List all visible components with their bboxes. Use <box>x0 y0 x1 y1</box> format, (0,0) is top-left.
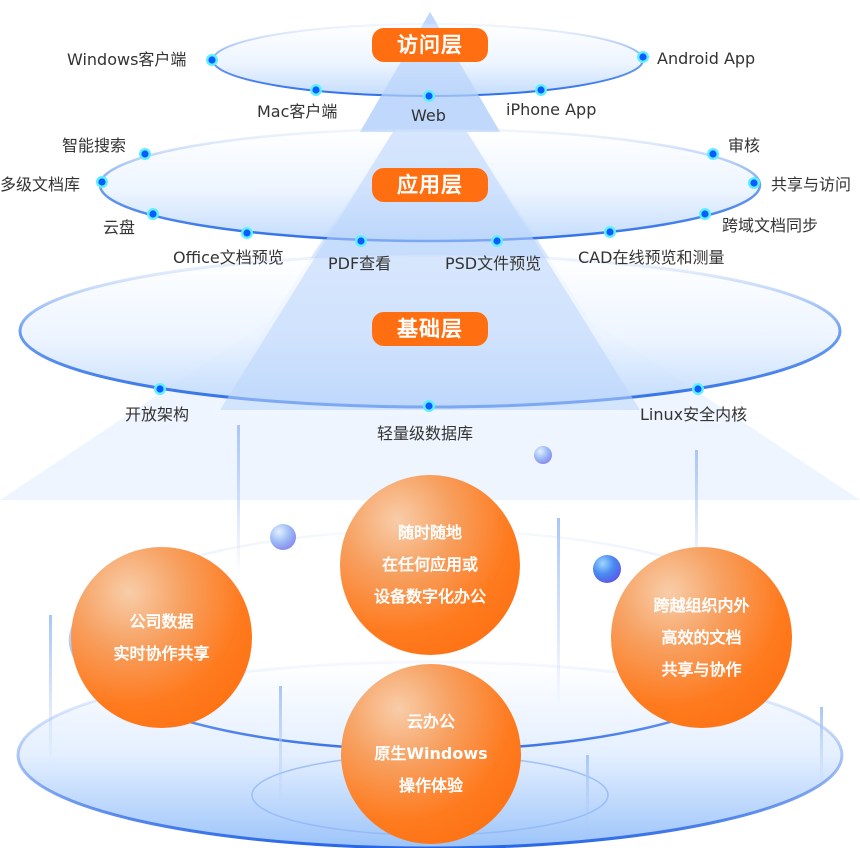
node-label: 审核 <box>728 136 761 155</box>
pillar <box>820 707 823 787</box>
node-label: Android App <box>657 49 756 68</box>
node-dot <box>243 229 251 237</box>
node-dot <box>149 210 157 218</box>
node-label: 共享与访问 <box>771 175 852 194</box>
pillar <box>586 755 589 835</box>
feature-line: 在任何应用或 <box>381 555 478 574</box>
pillar <box>237 425 240 575</box>
node-dot <box>312 86 320 94</box>
node-dot <box>493 237 501 245</box>
node-label: PDF查看 <box>328 254 392 273</box>
node-dot <box>98 178 106 186</box>
layer-badge-access: 访问层 <box>372 28 488 62</box>
node-dot <box>606 228 614 236</box>
node-dot <box>537 86 545 94</box>
node-dot <box>701 210 709 218</box>
upward-arrow-head <box>360 12 500 132</box>
node-label: 开放架构 <box>125 405 190 424</box>
node-dot <box>208 56 216 64</box>
feature-line: 设备数字化办公 <box>373 587 486 606</box>
node-label: 多级文档库 <box>0 175 81 194</box>
feature-ball-cross-org: 跨越组织内外 高效的文档 共享与协作 <box>611 547 792 728</box>
feature-ball-anywhere: 随时随地 在任何应用或 设备数字化办公 <box>340 475 520 655</box>
node-label: Mac客户端 <box>257 102 338 121</box>
layer-badge-foundation: 基础层 <box>372 312 488 346</box>
node-label: 云盘 <box>103 218 136 237</box>
pillar <box>557 518 560 708</box>
node-label: Linux安全内核 <box>640 405 748 424</box>
node-label: PSD文件预览 <box>445 254 542 273</box>
feature-line: 高效的文档 <box>661 627 742 647</box>
node-dot <box>156 385 164 393</box>
node-dot <box>425 92 433 100</box>
node-dot <box>425 402 433 410</box>
layer-badge-application: 应用层 <box>372 168 488 202</box>
node-label: 轻量级数据库 <box>377 424 474 443</box>
feature-line: 公司数据 <box>129 611 194 631</box>
decor-orb <box>534 446 552 464</box>
node-dot <box>709 150 717 158</box>
node-dot <box>357 237 365 245</box>
node-label: 智能搜索 <box>62 136 127 155</box>
pillar <box>49 615 52 765</box>
node-label: 跨域文档同步 <box>722 216 819 235</box>
feature-ball-company-data: 公司数据 实时协作共享 <box>71 547 252 728</box>
node-label: Web <box>411 106 446 125</box>
pillar <box>695 450 698 580</box>
feature-line: 云办公 <box>406 712 455 731</box>
node-label: Windows客户端 <box>67 50 187 69</box>
node-dot <box>694 385 702 393</box>
decor-orb <box>270 524 296 550</box>
feature-line: 共享与协作 <box>661 659 742 679</box>
feature-line: 随时随地 <box>397 523 462 542</box>
feature-ball-cloud-office: 云办公 原生Windows 操作体验 <box>341 664 521 844</box>
feature-line: 操作体验 <box>398 776 463 795</box>
upward-cone-overlay <box>220 132 640 410</box>
node-dot <box>750 179 758 187</box>
node-dot <box>639 53 647 61</box>
node-dot <box>141 150 149 158</box>
decor-orb <box>593 555 621 583</box>
node-label: Office文档预览 <box>173 248 284 267</box>
pillar <box>279 686 282 806</box>
node-label: iPhone App <box>506 100 597 119</box>
feature-line: 跨越组织内外 <box>653 595 750 615</box>
node-label: CAD在线预览和测量 <box>578 248 725 267</box>
feature-line: 实时协作共享 <box>113 643 210 663</box>
feature-line: 原生Windows <box>374 744 488 763</box>
